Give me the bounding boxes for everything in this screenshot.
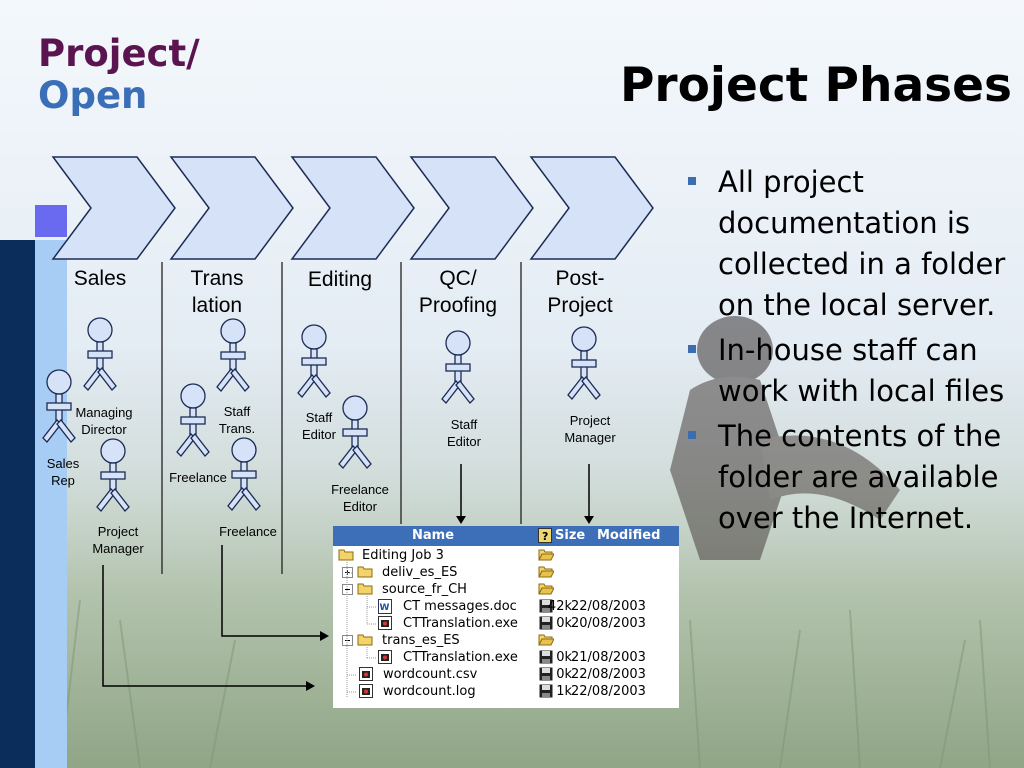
help-icon[interactable]: ?: [538, 528, 552, 543]
row-name: wordcount.log: [383, 684, 476, 699]
row-modified: 22/08/2003: [571, 599, 646, 614]
row-name: deliv_es_ES: [382, 565, 458, 580]
explorer-row-wordcount-log[interactable]: wordcount.log 1k 22/08/2003: [333, 683, 679, 700]
row-name: trans_es_ES: [382, 633, 460, 648]
row-name: source_fr_CH: [382, 582, 467, 597]
explorer-row-cttranslation-source[interactable]: CTTranslation.exe 0k 20/08/2003: [333, 615, 679, 632]
phase-label-qc: QC/ Proofing: [418, 267, 498, 317]
figure-freelance-2: [227, 437, 261, 511]
role-label-staff-editor-qc: Staff Editor: [447, 417, 481, 449]
row-name: wordcount.csv: [383, 667, 478, 682]
role-label-freelance-editor: Freelance Editor: [331, 482, 389, 514]
row-size: 1k: [556, 684, 572, 699]
figure-sales-rep: [42, 369, 76, 443]
column-header-modified[interactable]: Modified: [597, 528, 661, 543]
word-document-icon: W: [378, 599, 392, 614]
svg-text:W: W: [380, 603, 390, 613]
executable-icon: [378, 650, 392, 664]
phase-label-sales: Sales: [73, 267, 127, 290]
explorer-row-ct-messages[interactable]: W CT messages.doc 42k 22/08/2003: [333, 598, 679, 615]
bullet-item: The contents of the folder are available…: [686, 416, 1006, 539]
explorer-header: Name ? Size Modified: [333, 526, 679, 546]
brand-line-project: Project/: [38, 32, 200, 75]
row-modified: 22/08/2003: [571, 667, 646, 682]
row-size: 0k: [556, 650, 572, 665]
row-modified: 20/08/2003: [571, 616, 646, 631]
figure-project-manager-post: [567, 326, 601, 400]
phase-chevron-post: [529, 156, 654, 260]
row-size: 0k: [556, 616, 572, 631]
role-label-project-manager-sales: Project Manager: [92, 524, 144, 556]
column-header-name[interactable]: Name: [412, 528, 455, 543]
save-disk-icon[interactable]: [539, 599, 553, 613]
figure-project-manager-sales: [96, 438, 130, 512]
bullet-square-icon: [688, 177, 696, 185]
page-title: Project Phases: [619, 58, 1012, 113]
figure-freelance-1: [176, 383, 210, 457]
phase-label-post: Post- Project: [547, 267, 613, 317]
open-folder-icon[interactable]: [538, 582, 554, 595]
row-name: CTTranslation.exe: [403, 650, 518, 665]
row-name: CT messages.doc: [403, 599, 517, 614]
explorer-row-editing-job[interactable]: Editing Job 3: [333, 547, 679, 564]
save-disk-icon[interactable]: [539, 616, 553, 630]
executable-icon: [378, 616, 392, 630]
column-header-size[interactable]: Size: [555, 528, 586, 543]
role-label-managing-director: Managing Director: [75, 405, 133, 437]
role-label-staff-trans: Staff Trans.: [218, 404, 256, 436]
open-folder-icon[interactable]: [538, 633, 554, 646]
phase-label-translation: Trans lation: [190, 267, 244, 317]
executable-icon: [359, 667, 373, 681]
row-name: CTTranslation.exe: [403, 616, 518, 631]
phase-chevron-editing: [290, 156, 415, 260]
phase-chevron-sales: [51, 156, 176, 260]
save-disk-icon[interactable]: [539, 667, 553, 681]
explorer-row-wordcount-csv[interactable]: wordcount.csv 0k 22/08/2003: [333, 666, 679, 683]
bullet-item: In-house staff can work with local files: [686, 330, 1006, 412]
role-label-freelance-1: Freelance: [169, 470, 227, 485]
tree-connectors: [346, 562, 377, 698]
figure-staff-editor-editing: [297, 324, 331, 398]
figure-staff-trans: [216, 318, 250, 392]
explorer-row-cttranslation-trans[interactable]: CTTranslation.exe 0k 21/08/2003: [333, 649, 679, 666]
row-name: Editing Job 3: [362, 548, 444, 563]
figure-managing-director: [83, 317, 117, 391]
row-modified: 21/08/2003: [571, 650, 646, 665]
figure-staff-editor-qc: [441, 330, 475, 404]
background-person-silhouette: [670, 316, 900, 560]
role-label-sales-rep: Sales Rep: [46, 456, 80, 488]
row-modified: 22/08/2003: [571, 684, 646, 699]
row-size: 0k: [556, 667, 572, 682]
phase-chevron-translation: [169, 156, 294, 260]
role-label-project-manager-post: Project Manager: [564, 413, 616, 445]
bullet-item: All project documentation is collected i…: [686, 162, 1006, 326]
figure-freelance-editor: [338, 395, 372, 469]
folder-icon: [357, 634, 373, 646]
svg-text:?: ?: [542, 530, 548, 543]
role-label-freelance-2: Freelance: [219, 524, 277, 539]
role-label-staff-editor-editing: Staff Editor: [302, 410, 336, 442]
arrow-translation-to-folder: [221, 545, 322, 637]
bullet-square-icon: [688, 345, 696, 353]
folder-icon: [357, 566, 373, 578]
open-folder-icon[interactable]: [538, 565, 554, 578]
arrow-sales-to-folder: [102, 565, 308, 687]
save-disk-icon[interactable]: [539, 684, 553, 698]
folder-icon: [338, 549, 354, 561]
folder-icon: [357, 583, 373, 595]
brand-line-open: Open: [38, 74, 148, 117]
executable-icon: [359, 684, 373, 698]
open-folder-icon[interactable]: [538, 548, 554, 561]
phase-label-editing: Editing: [307, 268, 373, 291]
row-size: 42k: [547, 599, 572, 614]
save-disk-icon[interactable]: [539, 650, 553, 664]
phase-chevron-qc: [409, 156, 534, 260]
bullet-square-icon: [688, 431, 696, 439]
file-explorer: Name ? Size Modified Editing Job 3 deliv…: [333, 526, 679, 708]
bullet-list: All project documentation is collected i…: [686, 162, 1006, 543]
